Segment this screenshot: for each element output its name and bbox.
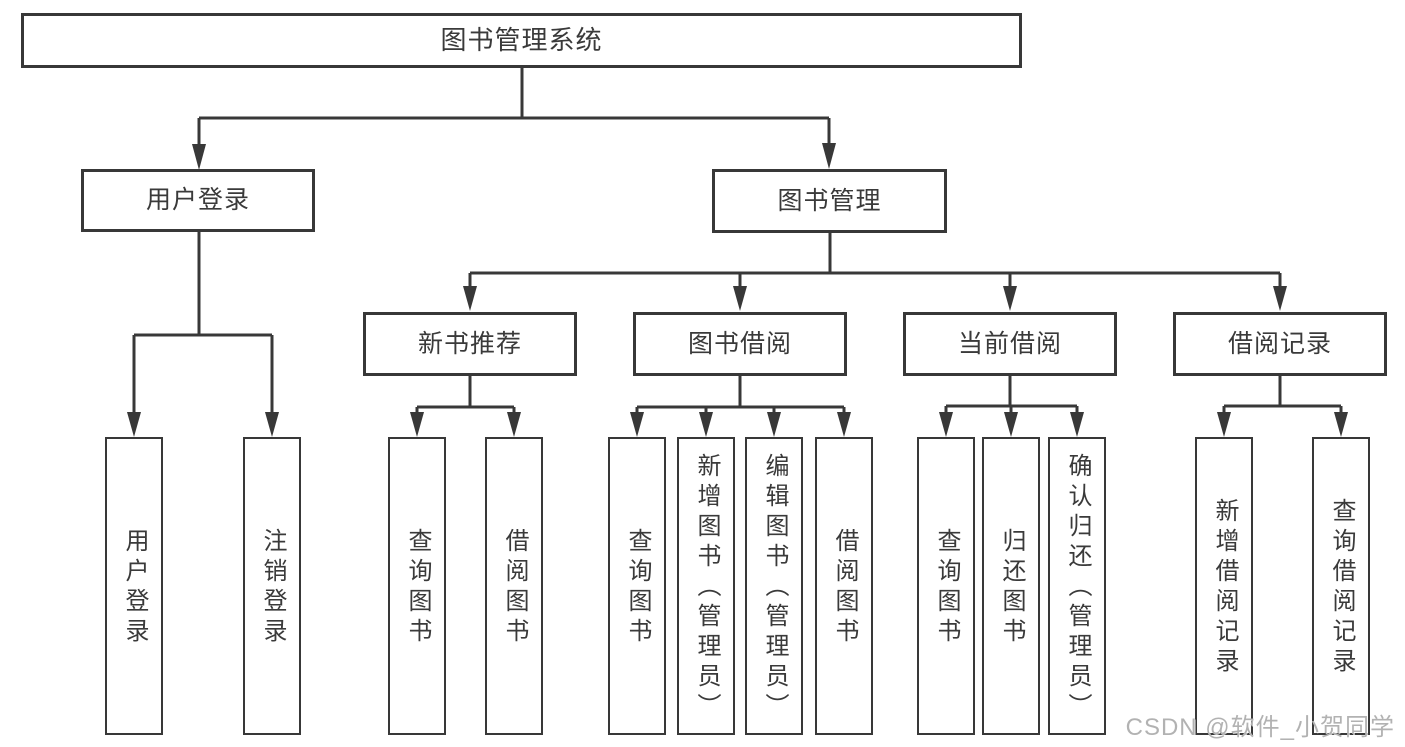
connector-current-borrow-children xyxy=(939,376,1084,437)
node-library-management-system: 图书管理系统 xyxy=(21,13,1022,68)
connector-user-login-children xyxy=(127,232,279,437)
leaf-borrow-books-borrowing: 借阅图书 xyxy=(815,437,873,735)
leaf-return-books: 归还图书 xyxy=(982,437,1040,735)
leaf-logout-login: 注销登录 xyxy=(243,437,301,735)
leaf-borrow-books-recommend: 借阅图书 xyxy=(485,437,543,735)
connector-borrow-records-children xyxy=(1217,376,1348,437)
watermark-text: CSDN @软件_小贺同学 xyxy=(1125,714,1395,741)
node-borrowing-records: 借阅记录 xyxy=(1173,312,1387,376)
leaf-add-borrow-record: 新增借阅记录 xyxy=(1195,437,1253,735)
connector-book-borrow-children xyxy=(630,376,851,437)
leaf-query-books-recommend: 查询图书 xyxy=(388,437,446,735)
leaf-query-borrow-record: 查询借阅记录 xyxy=(1312,437,1370,735)
node-book-borrowing: 图书借阅 xyxy=(633,312,847,376)
node-user-login: 用户登录 xyxy=(81,169,315,232)
leaf-user-login: 用户登录 xyxy=(105,437,163,735)
leaf-add-book-admin: 新增图书（管理员） xyxy=(677,437,735,735)
connector-book-management-children xyxy=(463,233,1287,311)
node-book-management: 图书管理 xyxy=(712,169,947,233)
connector-root-to-level2 xyxy=(192,68,836,170)
leaf-confirm-return-admin: 确认归还（管理员） xyxy=(1048,437,1106,735)
node-current-borrowing: 当前借阅 xyxy=(903,312,1117,376)
leaf-query-books-current: 查询图书 xyxy=(917,437,975,735)
leaf-edit-book-admin: 编辑图书（管理员） xyxy=(745,437,803,735)
node-new-book-recommend: 新书推荐 xyxy=(363,312,577,376)
connector-new-book-children xyxy=(410,376,521,437)
leaf-query-books-borrowing: 查询图书 xyxy=(608,437,666,735)
